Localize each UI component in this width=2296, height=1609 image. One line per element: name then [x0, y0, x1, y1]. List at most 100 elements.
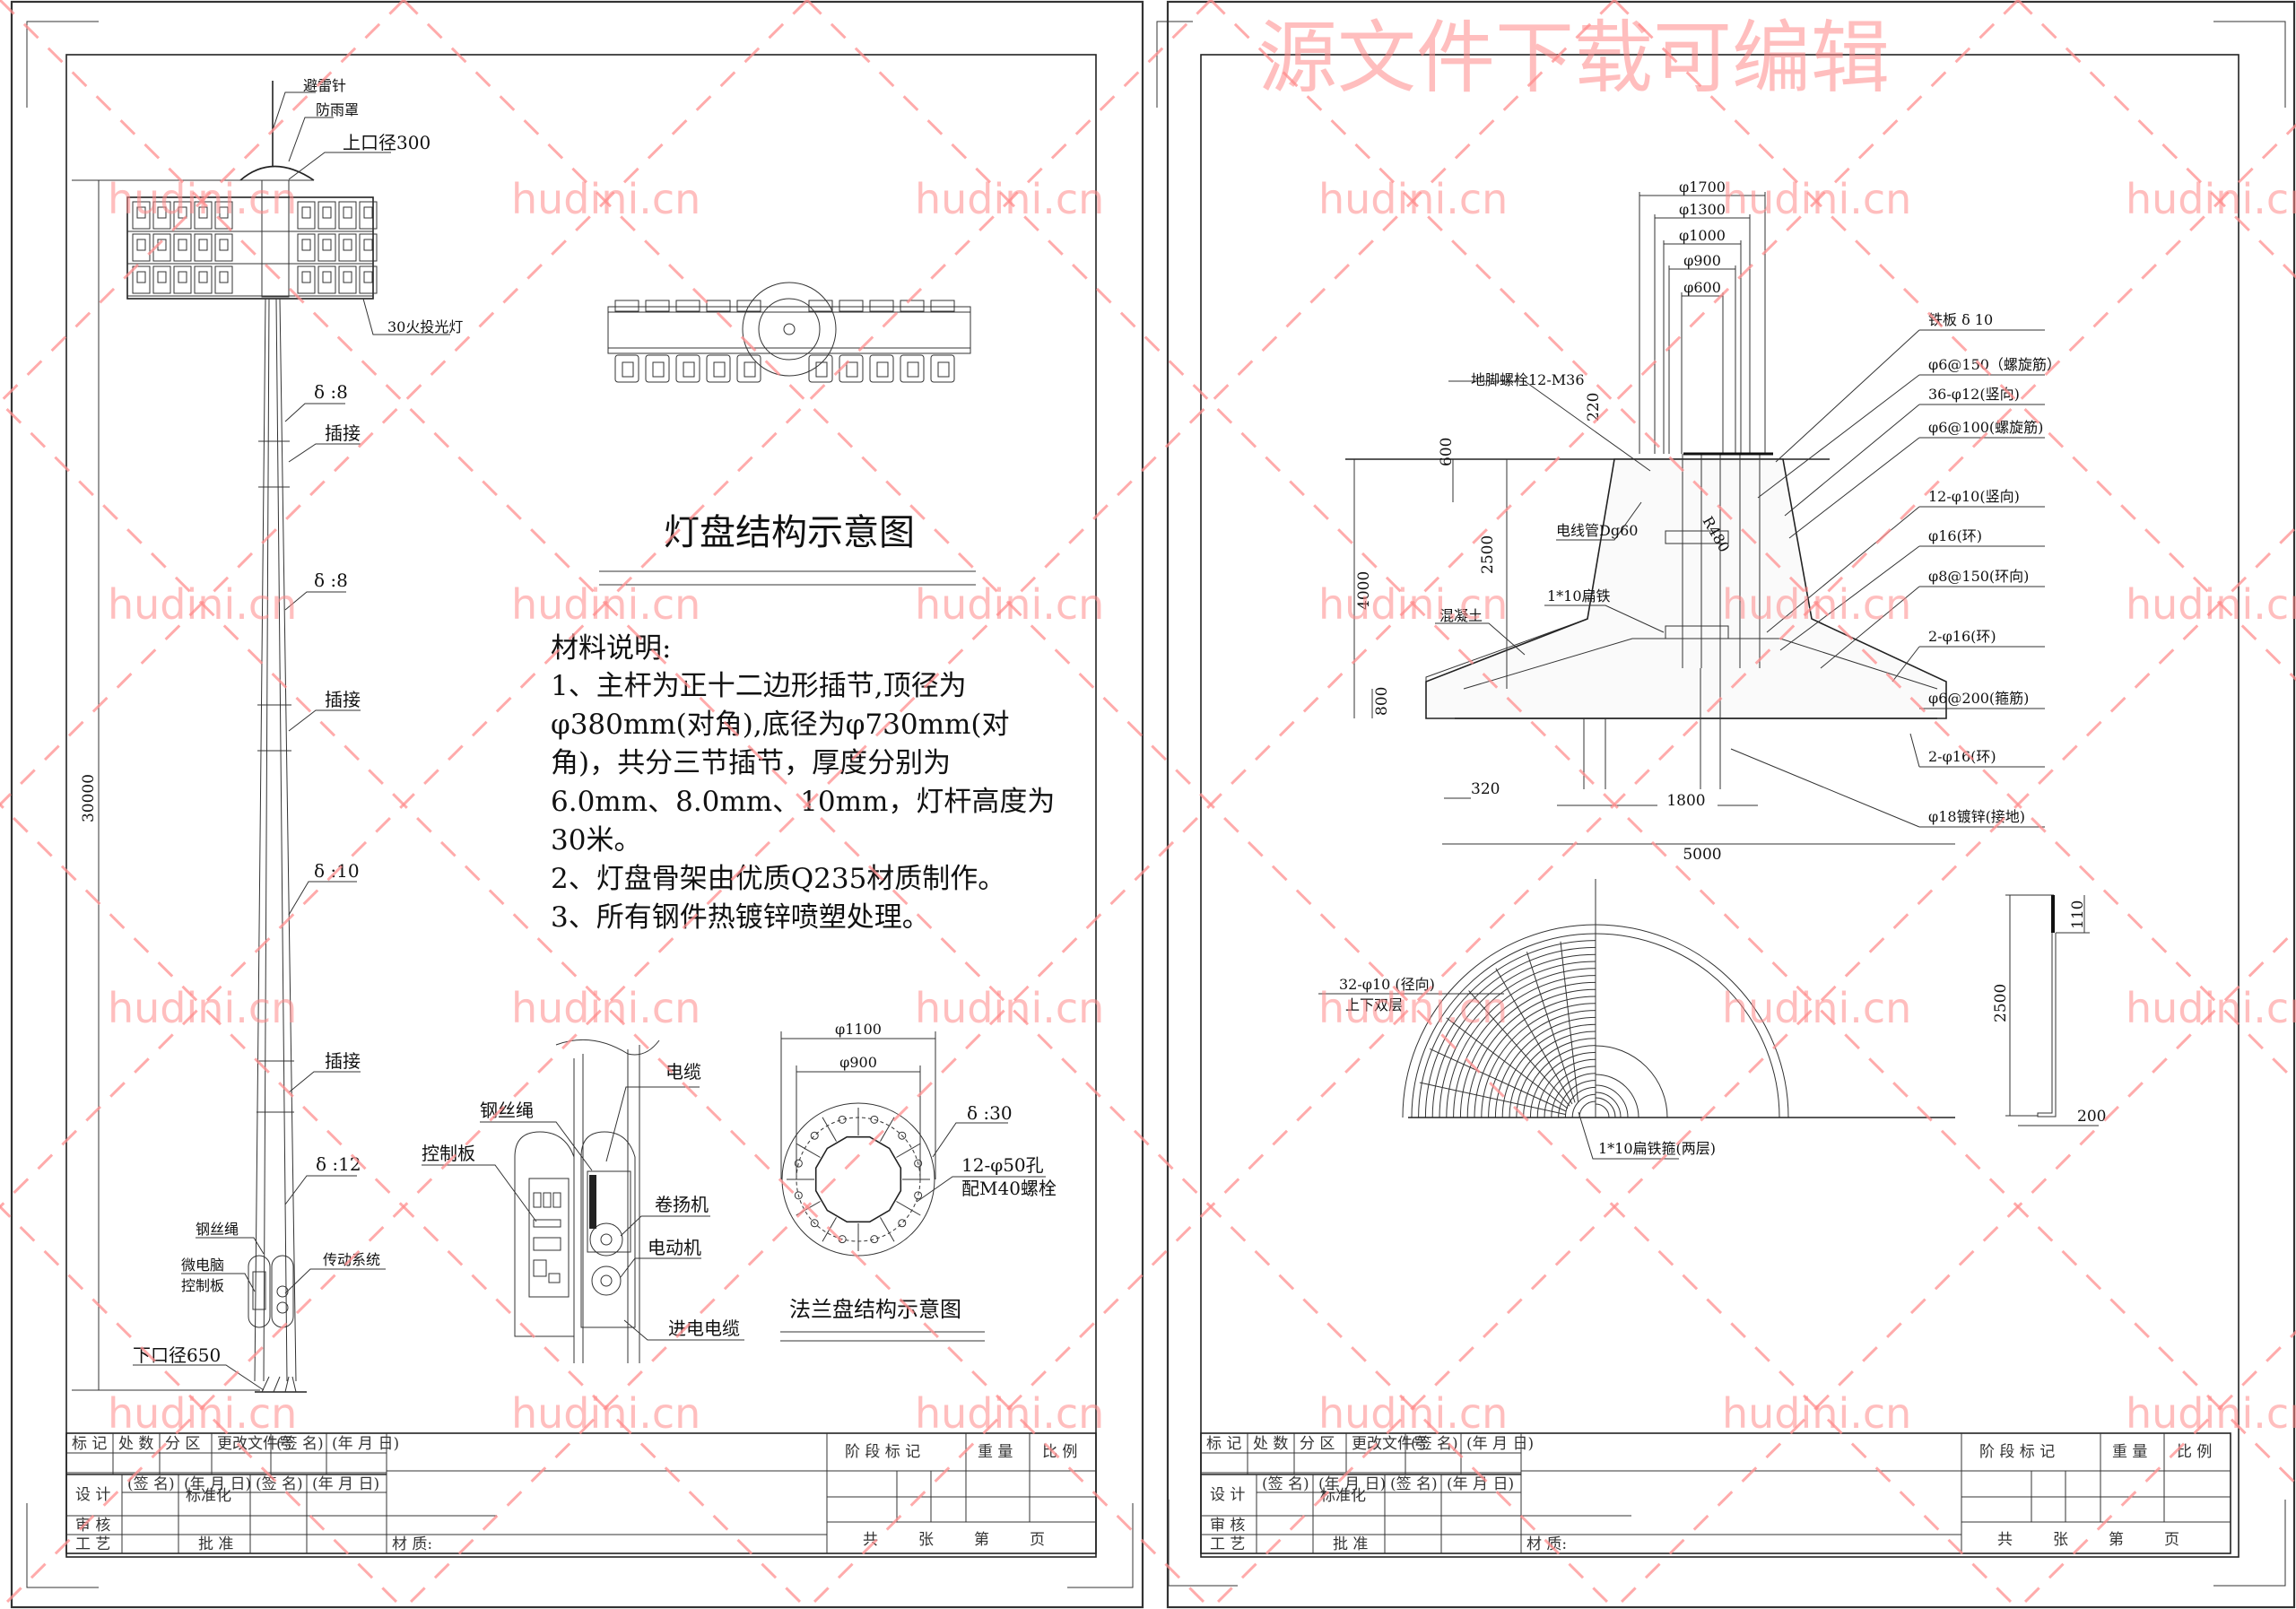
flange-thickness: δ :30 [967, 1102, 1013, 1124]
tb-header-0: 标 记 [1206, 1435, 1241, 1453]
callout-label: φ6@100(螺旋筋) [1928, 419, 2043, 436]
cable-bundle [589, 1175, 596, 1229]
callout-label: 12-φ10(竖向) [1928, 488, 2020, 505]
lamp-unit [930, 354, 955, 383]
bar-detail: 110 2500 200 [1992, 894, 2106, 1126]
control-box [514, 1131, 575, 1337]
label-joint-1: 插接 [325, 422, 361, 444]
title-block-frame [1200, 1432, 2231, 1554]
tb-approve: 批 准 [1333, 1535, 1368, 1553]
watermark-line [0, 0, 809, 807]
title-block-left: 标 记处 数分 区更改文件号(签 名)(年 月 日)设 计(签 名)(年 月 日… [65, 1432, 1097, 1554]
callout-label: 铁板 δ 10 [1928, 311, 1993, 328]
floodlight [132, 265, 151, 294]
floodlight-lens [219, 239, 229, 251]
floodlight-lens [219, 206, 229, 219]
lamp-heatsink [706, 300, 731, 312]
label-joint-2: 插接 [325, 689, 361, 710]
watermark-line [0, 0, 405, 404]
dim-label-600: φ600 [1683, 279, 1721, 296]
tb-sheet-0: 共 [863, 1531, 878, 1549]
notes-heading: 材料说明: [551, 632, 671, 665]
label-bottom-diameter: 下口径650 [133, 1344, 221, 1366]
tb-header-1: 处 数 [1253, 1435, 1288, 1453]
watermark-site-text: hudini.cn [1318, 175, 1508, 223]
tb-review: 审 核 [75, 1517, 110, 1535]
watermark-site-text: hudini.cn [1318, 580, 1508, 629]
plan-radial-bar [1430, 1048, 1567, 1112]
lamp-heatsink [736, 300, 761, 312]
tb-date-2: (年 月 日) [312, 1475, 379, 1493]
plan-ring [1551, 1073, 1596, 1118]
floodlight [132, 201, 151, 230]
watermark-site-text: hudini.cn [915, 1389, 1104, 1438]
watermark-site-text: hudini.cn [915, 175, 1104, 223]
plan-inner-ring [1595, 1092, 1622, 1118]
tb-sheet-2: 第 [2109, 1531, 2124, 1549]
lamp-panel-frame [607, 306, 971, 354]
watermark-site-text: hudini.cn [511, 1389, 700, 1438]
flange-ribs [787, 1108, 930, 1251]
tb-header-4: (签 名) [1411, 1435, 1458, 1453]
flange-holes: 12-φ50孔 [961, 1154, 1044, 1176]
motor [591, 1265, 622, 1296]
watermark-line [2016, 0, 2296, 280]
plan-radial-bar [1495, 968, 1573, 1105]
callout-leader [1757, 374, 1920, 499]
floodlight [194, 233, 213, 262]
lamp-heatsink [869, 300, 894, 312]
floodlight-lens [157, 206, 167, 219]
plan-ring [1488, 1010, 1596, 1118]
plan-radial-bar [1560, 941, 1578, 1102]
lamp-unit [736, 354, 761, 383]
floodlight-lens [136, 271, 146, 283]
pole-shaft [254, 298, 297, 1382]
watermark-line [805, 123, 2296, 1609]
flange-rib [796, 1143, 821, 1158]
pole-section-dodecagon [814, 1135, 902, 1223]
lamp-heatsink [900, 300, 925, 312]
floodlight [194, 265, 213, 294]
plan-inner-ring [1595, 1074, 1639, 1118]
bolt-hole [914, 1191, 923, 1200]
dim-4000: 4000 [1355, 571, 1373, 610]
floodlight-lens [343, 206, 352, 219]
label-flat-iron: 1*10扁铁 [1547, 587, 1611, 604]
material-notes: 材料说明: 1、主杆为正十二边形插节,顶径为 φ380mm(对角),底径为φ73… [551, 632, 1055, 934]
tb-header-3: 更改文件号 [217, 1435, 293, 1453]
label-flat-iron-hoop: 1*10扁铁箍(两层) [1598, 1140, 1716, 1157]
label-concrete: 混凝土 [1439, 607, 1483, 624]
callout-leader [1788, 437, 1920, 539]
watermark-line [402, 0, 2020, 1609]
floodlight-lens [136, 206, 146, 219]
lamp-panel [126, 196, 374, 300]
label-conduit: 电线管Dg60 [1556, 522, 1638, 539]
floodlight [173, 233, 192, 262]
pole-elevation: 30000 避雷针 防雨罩 上口径300 30火投光灯 δ :8 插接 δ :8… [72, 77, 463, 1393]
lamp-panel-diagram: 灯盘结构示意图 [599, 282, 976, 586]
label-micro-controller-2: 控制板 [181, 1277, 224, 1294]
lamp-lens [876, 361, 889, 378]
lamp-heatsink [839, 300, 864, 312]
height-dimension: 30000 [80, 774, 98, 822]
tb-stage: 阶 段 标 记 [1979, 1443, 2055, 1461]
watermark-banner: 源文件下载可编辑 [1258, 12, 1890, 104]
tb-sign-2: (签 名) [1390, 1475, 1438, 1493]
dim-800: 800 [1373, 687, 1391, 716]
bolt-hole [870, 1115, 879, 1124]
label-joint-3: 插接 [325, 1050, 361, 1072]
notes-line: 30米。 [551, 824, 641, 857]
label-wire-rope: 钢丝绳 [196, 1221, 239, 1238]
lamp-lens [937, 361, 950, 378]
watermark-site-text: hudini.cn [2126, 175, 2296, 223]
tb-sheet-1: 张 [918, 1531, 934, 1549]
watermark-site-text: hudini.cn [108, 175, 297, 223]
watermark-line [0, 0, 1616, 1609]
plan-ring [1459, 981, 1596, 1118]
plan-ring [1564, 1086, 1596, 1118]
plan-radial-bar [1419, 1082, 1566, 1115]
floodlight-lens [363, 239, 373, 251]
floodlight-lens [363, 206, 373, 219]
